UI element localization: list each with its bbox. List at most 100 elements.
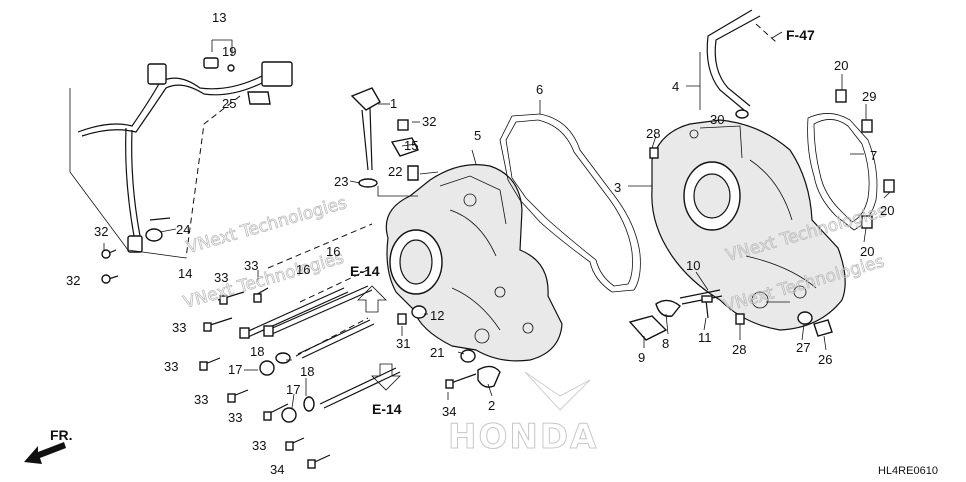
long-studs-16 (239, 285, 401, 409)
seal-21 (460, 349, 476, 363)
brand-watermark: HONDA (448, 417, 598, 457)
callout-32c: 32 (422, 114, 436, 129)
callout-10: 10 (686, 258, 700, 273)
ref-arrow-f47 (771, 31, 783, 39)
dowel-28b (735, 313, 745, 325)
callout-1: 1 (390, 96, 397, 111)
dowel-20b (883, 179, 895, 193)
callout-32b: 32 (66, 273, 80, 288)
callout-20b: 20 (880, 203, 894, 218)
callout-11: 11 (698, 330, 712, 345)
svg-text:VNext Technologies: VNext Technologies (184, 193, 349, 258)
callout-25: 25 (222, 96, 236, 111)
dowel-20c (861, 215, 873, 229)
sensor-13 (203, 57, 219, 69)
callout-17a: 17 (228, 362, 242, 377)
callout-15: 15 (404, 138, 418, 153)
collar-17a (259, 360, 275, 376)
callout-33f: 33 (228, 410, 242, 425)
callout-13: 13 (212, 10, 226, 25)
callout-20c: 20 (860, 244, 874, 259)
bolt-11 (701, 295, 713, 303)
callout-8: 8 (662, 336, 669, 351)
callout-34b: 34 (442, 404, 456, 419)
dowel-20a (835, 89, 847, 103)
washer-18a (275, 352, 291, 364)
callout-28a: 28 (646, 126, 660, 141)
callout-7: 7 (870, 148, 877, 163)
arrow-down-e14 (371, 363, 401, 391)
callout-22: 22 (388, 164, 402, 179)
callout-32a: 32 (94, 224, 108, 239)
collar-17b (281, 407, 297, 423)
callout-33d: 33 (164, 359, 178, 374)
callout-14: 14 (178, 266, 192, 281)
ref-f47: F-47 (786, 27, 815, 43)
ref-e14-top: E-14 (350, 263, 380, 279)
callout-34a: 34 (270, 462, 284, 477)
harness-bracket-line (69, 88, 187, 259)
front-arrow-icon (24, 442, 66, 464)
washer-19 (227, 64, 235, 72)
leader-lines (244, 74, 891, 409)
washer-12 (411, 305, 427, 319)
lever-9 (628, 315, 668, 341)
bolt-22 (407, 165, 419, 181)
wing-logo-watermark (524, 371, 591, 411)
dowel-29 (861, 119, 873, 133)
dipstick (350, 87, 381, 188)
diagram-code: HL4RE0610 (878, 465, 938, 477)
callout-33a: 33 (214, 270, 228, 285)
callout-23: 23 (334, 174, 348, 189)
callout-28b: 28 (732, 342, 746, 357)
washer-18b (303, 396, 315, 412)
callout-4: 4 (672, 79, 679, 94)
callout-3: 3 (614, 180, 621, 195)
callout-18a: 18 (250, 344, 264, 359)
callout-20a: 20 (834, 58, 848, 73)
callout-33e: 33 (194, 392, 208, 407)
callout-9: 9 (638, 350, 645, 365)
callout-33c: 33 (172, 320, 186, 335)
callout-18b: 18 (300, 364, 314, 379)
crankcase-cover-right (651, 119, 846, 331)
front-label: FR. (50, 427, 73, 443)
callout-31: 31 (396, 336, 410, 351)
callout-6: 6 (536, 82, 543, 97)
callout-21: 21 (430, 345, 444, 360)
bolt-set-left (101, 249, 331, 469)
crankcase-cover-left (385, 164, 563, 362)
bolt-12 (397, 313, 407, 325)
callout-26: 26 (818, 352, 832, 367)
callout-numbers: 13 19 25 32 24 14 32 33 33 33 33 33 33 3… (66, 10, 894, 477)
drain-plug-26 (813, 319, 833, 337)
spring-8 (655, 299, 681, 317)
sensor-15 (390, 137, 419, 157)
callout-30: 30 (710, 112, 724, 127)
bolt-32 (397, 119, 409, 131)
wire-harness (77, 61, 293, 253)
callout-12: 12 (430, 308, 444, 323)
arrow-up-e14 (357, 285, 387, 313)
gasket-6 (499, 113, 641, 293)
callout-24: 24 (176, 222, 190, 237)
callout-33b: 33 (244, 258, 258, 273)
callout-29: 29 (862, 89, 876, 104)
dowel-28a (649, 147, 659, 159)
ref-e14-bottom: E-14 (372, 401, 402, 417)
callout-27: 27 (796, 340, 810, 355)
clamp-2 (477, 365, 501, 388)
callout-5: 5 (474, 128, 481, 143)
washer-27 (797, 311, 813, 325)
hose-clip-30 (735, 109, 749, 119)
callout-16a: 16 (296, 262, 310, 277)
o-ring-24 (145, 228, 163, 242)
callout-33g: 33 (252, 438, 266, 453)
callout-17b: 17 (286, 382, 300, 397)
svg-text:VNext Technologies: VNext Technologies (181, 248, 346, 313)
callout-2: 2 (488, 398, 495, 413)
callout-16b: 16 (326, 244, 340, 259)
callout-19: 19 (222, 44, 236, 59)
